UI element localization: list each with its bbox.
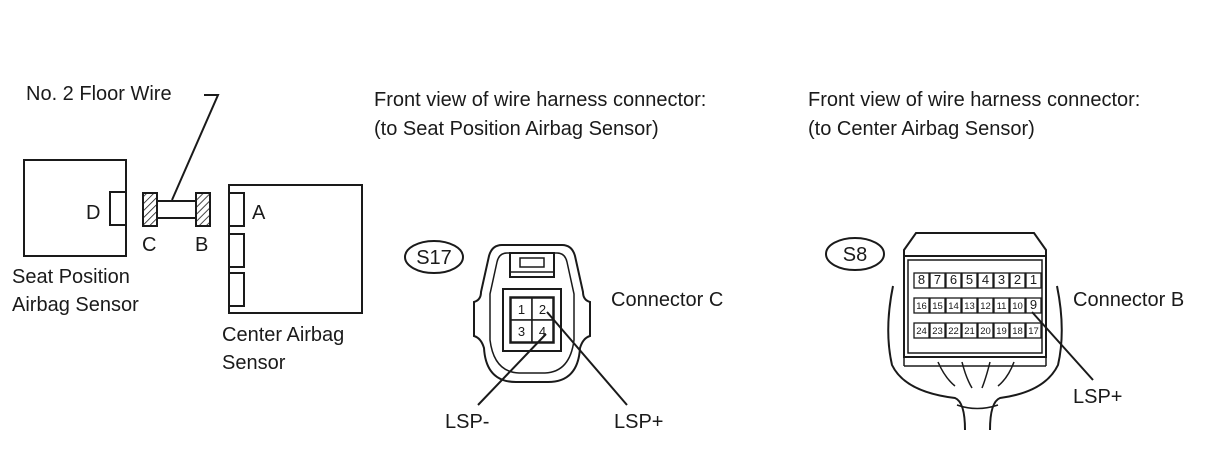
terminal-a-label: A [252, 202, 266, 224]
connector-b-pin-11: 11 [997, 301, 1007, 312]
connector-b-pin-cell [913, 297, 930, 314]
harness-tie [956, 404, 999, 410]
connector-c-pin-2: 2 [539, 302, 546, 317]
floor-wire-label: No. 2 Floor Wire [26, 83, 172, 105]
connector-c-pin-1: 1 [518, 302, 525, 317]
connector-b-pin-20: 20 [980, 326, 991, 337]
terminal-b-label: B [195, 234, 208, 256]
connector-c-name: Connector C [611, 289, 723, 311]
connector-b-pin-cell [1025, 322, 1042, 339]
connector-b-pin-cell [977, 297, 994, 314]
connector-b-pin-cell [929, 272, 946, 289]
connector-b-view: Front view of wire harness connector: (t… [808, 89, 1184, 431]
connector-b-pin-cell [977, 272, 994, 289]
connector-b-pin-cell [961, 322, 978, 339]
center-sensor-label-line2: Sensor [222, 352, 286, 374]
connector-b-heading-line1: Front view of wire harness connector: [808, 89, 1140, 111]
center-sensor-slot-2 [228, 233, 245, 268]
terminal-d-label: D [86, 202, 100, 224]
center-sensor-terminal-a [228, 192, 245, 227]
harness-wire-4 [997, 361, 1015, 387]
connector-b-pin-cell [961, 297, 978, 314]
connector-b-code-badge [825, 237, 885, 271]
floor-wire-leader [171, 94, 220, 201]
connector-c-lsp-minus: LSP- [445, 411, 489, 433]
connector-b-name: Connector B [1073, 289, 1184, 311]
connector-b-pin-17: 17 [1028, 326, 1039, 337]
connector-b-pin-15: 15 [932, 301, 943, 312]
terminal-c-label: C [142, 234, 156, 256]
connector-b-pin-10: 10 [1012, 301, 1023, 312]
connector-b-pin-cell [977, 322, 994, 339]
connector-b-pin-cell [1025, 272, 1042, 289]
connector-b-pin-cell [929, 322, 946, 339]
connector-b-pin-24: 24 [916, 326, 927, 337]
connector-c-view: Front view of wire harness connector: (t… [374, 89, 723, 433]
connector-b-pin-cell [993, 297, 1010, 314]
connector-b-pin-5: 5 [966, 272, 973, 287]
seat-sensor-terminal-d [109, 191, 127, 226]
connector-c-hatched [142, 192, 158, 227]
connector-b-pin-18: 18 [1012, 326, 1023, 337]
connector-c-heading-line2: (to Seat Position Airbag Sensor) [374, 118, 659, 140]
connector-c-pin-4-cell [531, 319, 554, 343]
connector-b-pin-cell [945, 272, 962, 289]
connector-b-pin-3: 3 [998, 272, 1005, 287]
connector-b-pin-16: 16 [916, 301, 927, 312]
connector-c-lsp-plus: LSP+ [614, 411, 663, 433]
connector-b-inner-rim [907, 259, 1043, 354]
connector-b-pin-21: 21 [964, 326, 975, 337]
harness-wire-2 [961, 361, 973, 389]
connector-b-pin-22: 22 [948, 326, 959, 337]
connector-b-lsp-plus: LSP+ [1073, 386, 1122, 408]
center-sensor-slot-3 [228, 272, 245, 307]
connector-b-pin-13: 13 [964, 301, 975, 312]
harness-wire-3 [981, 361, 991, 389]
seat-sensor-label-line2: Airbag Sensor [12, 294, 139, 316]
connector-b-pin-cell [945, 322, 962, 339]
lsp-plus-leader-c [546, 311, 628, 406]
connector-b-pin-6: 6 [950, 272, 957, 287]
connector-c-heading-line1: Front view of wire harness connector: [374, 89, 706, 111]
connector-c-inner-rim [489, 252, 575, 374]
connector-c-code: S17 [416, 247, 452, 269]
connector-b-pin-2: 2 [1014, 272, 1021, 287]
connector-b-pin-cell [945, 297, 962, 314]
connector-c-pin-3: 3 [518, 324, 525, 339]
connector-c-latch-tab [519, 257, 545, 268]
lsp-minus-leader [477, 333, 547, 406]
connector-b-pin-cell [929, 297, 946, 314]
connector-b-pin-14: 14 [948, 301, 959, 312]
seat-sensor-label-line1: Seat Position [12, 266, 130, 288]
connector-b-pin-7: 7 [934, 272, 941, 287]
connector-b-pin-23: 23 [932, 326, 943, 337]
harness-wire-1 [937, 361, 956, 387]
overview-diagram: No. 2 Floor Wire D C B Seat Position Air… [12, 83, 363, 374]
lsp-plus-leader-b [1031, 311, 1094, 381]
connector-b-pin-cell [913, 322, 930, 339]
connector-b-pin-cell [913, 272, 930, 289]
connector-b-pin-12: 12 [980, 301, 991, 312]
connector-b-pin-cell [961, 272, 978, 289]
center-airbag-sensor-body [228, 184, 363, 314]
connector-b-pin-19: 19 [996, 326, 1007, 337]
connector-b-pin-cell [1009, 322, 1026, 339]
center-sensor-label-line1: Center Airbag [222, 324, 344, 346]
connector-b-top-lock [903, 232, 1047, 257]
connector-b-pin-cell [1009, 272, 1026, 289]
connector-b-pin-9: 9 [1030, 297, 1037, 312]
connector-c-pin-4: 4 [539, 324, 546, 339]
connector-b-pin-cell [993, 322, 1010, 339]
connector-b-heading-line2: (to Center Airbag Sensor) [808, 118, 1035, 140]
connector-b-pin-cell [993, 272, 1010, 289]
connector-b-hatched [195, 192, 211, 227]
connector-b-pin-cell [1009, 297, 1026, 314]
connector-b-pin-8: 8 [918, 272, 925, 287]
connector-b-pin-1: 1 [1030, 272, 1037, 287]
connector-b-pin-4: 4 [982, 272, 989, 287]
connector-c-code-badge [404, 240, 464, 274]
connector-b-code: S8 [843, 244, 867, 266]
